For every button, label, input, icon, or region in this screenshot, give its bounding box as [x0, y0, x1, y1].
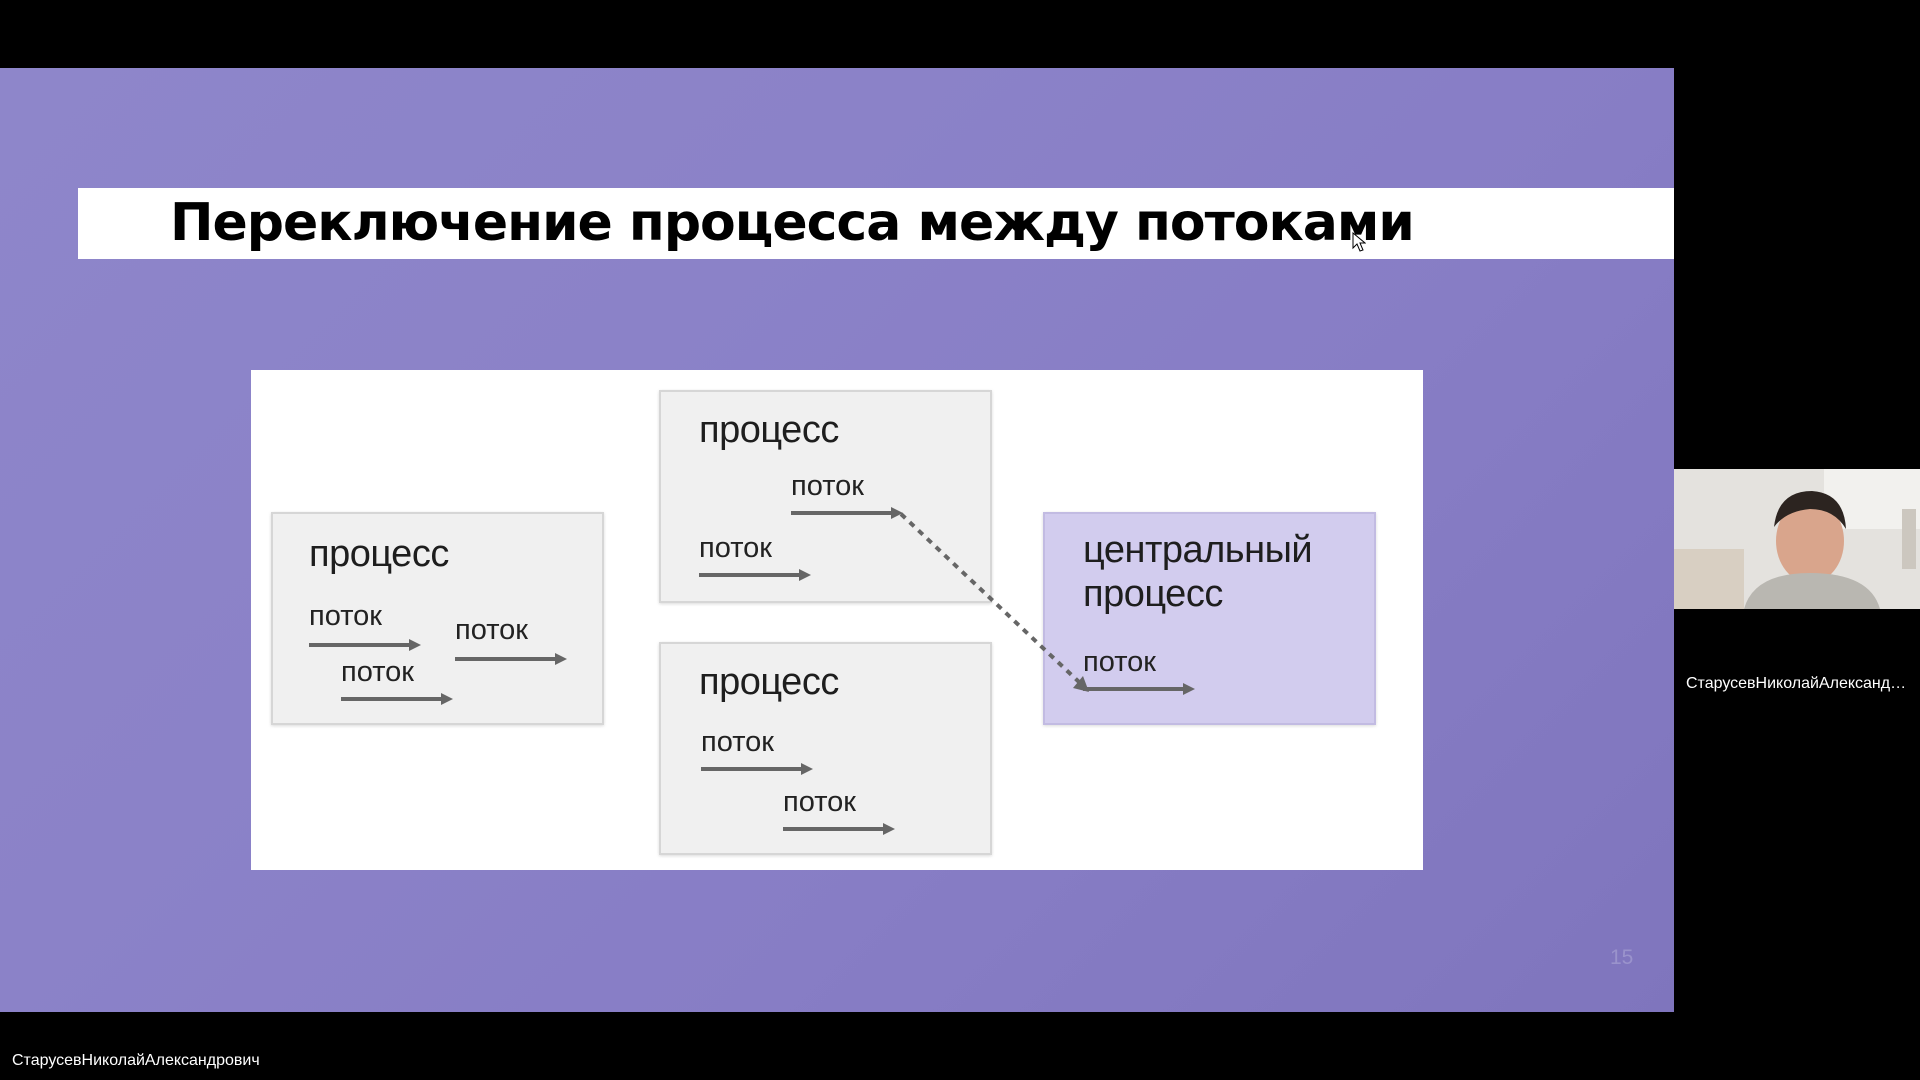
left-thread-label-1: поток	[309, 600, 382, 632]
bottom-process-title: процесс	[699, 661, 839, 703]
left-process-title: процесс	[309, 533, 449, 575]
central-thread-arrow	[1083, 683, 1195, 695]
central-thread-label: поток	[1083, 646, 1156, 678]
slide-title: Переключение процесса между потоками	[170, 193, 1415, 253]
top-thread-arrow-1	[791, 507, 903, 519]
central-process-title-line2: процесс	[1083, 573, 1223, 615]
top-process-title: процесс	[699, 409, 839, 451]
left-thread-arrow-1	[309, 639, 421, 651]
left-thread-arrow-2	[455, 653, 567, 665]
left-thread-label-2: поток	[455, 614, 528, 646]
central-process-box: центральный процесс поток	[1043, 512, 1376, 725]
top-thread-label-2: поток	[699, 532, 772, 564]
bottom-thread-arrow-1	[701, 763, 813, 775]
participant-video-tile[interactable]	[1674, 469, 1920, 609]
top-process-box: процесс поток поток	[659, 390, 992, 603]
title-bar: Переключение процесса между потоками	[78, 188, 1674, 259]
diagram-panel: процесс поток поток поток процесс поток	[251, 370, 1423, 870]
left-thread-arrow-3	[341, 693, 453, 705]
participant-name-label: СтарусевНиколайАлександрович	[1686, 675, 1910, 692]
left-process-box: процесс поток поток поток	[271, 512, 604, 725]
mouse-pointer-icon	[1352, 232, 1366, 252]
bottom-thread-arrow-2	[783, 823, 895, 835]
left-thread-label-3: поток	[341, 656, 414, 688]
bottom-thread-label-1: поток	[701, 726, 774, 758]
presenter-name-label: СтарусевНиколайАлександрович	[12, 1052, 260, 1069]
presentation-slide: Переключение процесса между потоками про…	[0, 68, 1674, 1012]
top-thread-label-1: поток	[791, 470, 864, 502]
top-thread-arrow-2	[699, 569, 811, 581]
central-process-title-line1: центральный	[1083, 529, 1313, 571]
bottom-process-box: процесс поток поток	[659, 642, 992, 855]
participant-video-frame	[1674, 469, 1920, 609]
thread-switch-dashed-arrow	[899, 512, 1089, 692]
bottom-thread-label-2: поток	[783, 786, 856, 818]
slide-page-number: 15	[1610, 946, 1634, 969]
